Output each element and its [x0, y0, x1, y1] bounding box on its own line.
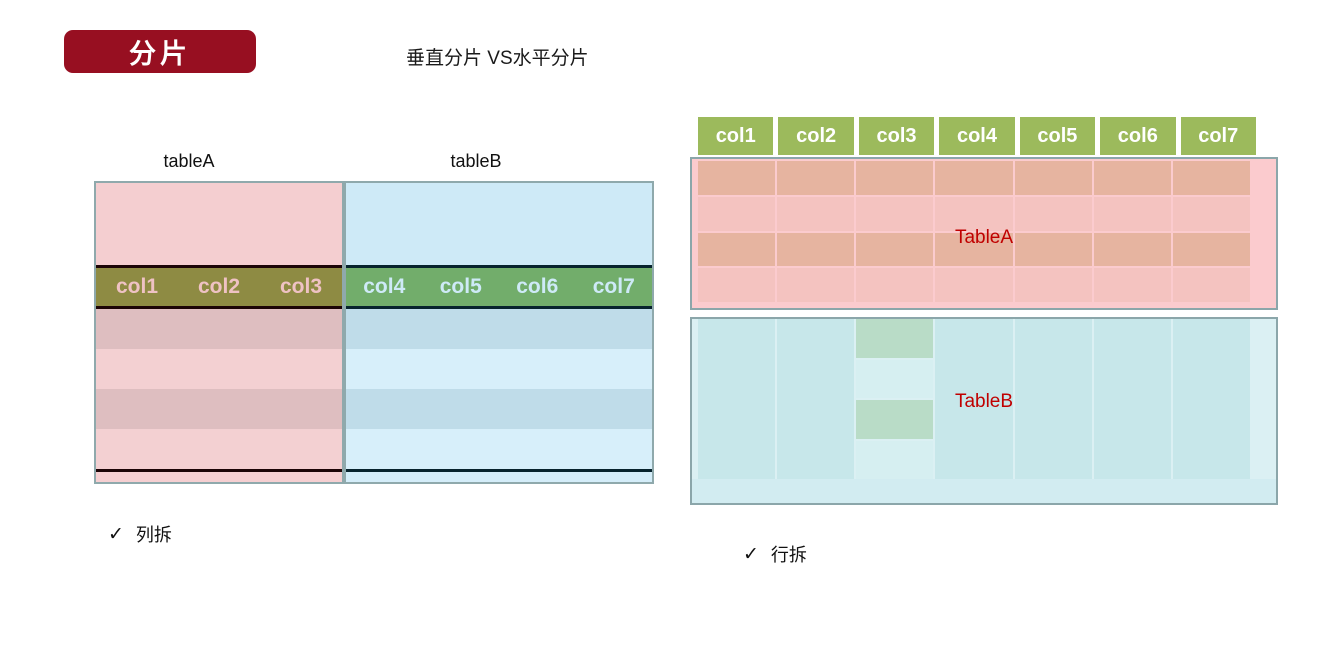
table-column	[1014, 319, 1092, 479]
divider-line	[96, 265, 342, 268]
table-cell	[856, 232, 934, 267]
table-cell	[1172, 268, 1250, 302]
table-cell	[1093, 196, 1171, 231]
vertical-tablea-label: tableA	[163, 151, 215, 171]
column-header-cell: col6	[516, 275, 559, 298]
table-cell	[698, 268, 776, 302]
table-row	[96, 309, 342, 349]
table-cell	[1093, 161, 1171, 195]
table-cell	[1172, 196, 1250, 231]
vertical-caption: ✓ 列拆	[108, 521, 172, 547]
divider-line	[346, 306, 652, 309]
tablea-bottom-strip	[96, 472, 342, 482]
divider-line	[96, 306, 342, 309]
vertical-tablea-header: col1 col2 col3	[96, 268, 342, 306]
horizontal-tablea-label: TableA	[954, 227, 1014, 248]
table-column	[1093, 319, 1171, 479]
section-badge: 分片	[64, 30, 256, 73]
table-cell	[1014, 196, 1092, 231]
table-cell	[1014, 232, 1092, 267]
table-cell	[698, 232, 776, 267]
column-header-cell: col1	[698, 117, 774, 155]
table-cell	[1014, 268, 1092, 302]
tableb-bottom-strip	[346, 472, 652, 482]
table-row	[96, 389, 342, 429]
highlighted-cell	[856, 400, 934, 439]
vertical-tablea-half: col1 col2 col3	[96, 183, 342, 482]
table-cell	[856, 268, 934, 302]
table-cell	[1093, 232, 1171, 267]
table-cell	[698, 161, 776, 195]
table-row	[346, 429, 652, 469]
table-cell	[935, 196, 1013, 231]
tableb-row-stripes	[346, 309, 652, 469]
table-cell	[698, 196, 776, 231]
table-row	[346, 389, 652, 429]
vertical-tableb-header: col4 col5 col6 col7	[346, 268, 652, 306]
table-cell	[1014, 161, 1092, 195]
horizontal-caption-text: 行拆	[770, 545, 807, 565]
table-cell	[777, 196, 855, 231]
table-row	[96, 429, 342, 469]
column-header-cell: col3	[279, 275, 323, 298]
checkmark-icon: ✓	[743, 543, 759, 565]
tablea-top-area	[96, 183, 342, 265]
table-cell	[777, 268, 855, 302]
table-cell	[856, 440, 934, 479]
column-header-cell: col5	[439, 275, 482, 298]
column-header-cell: col6	[1100, 117, 1176, 155]
horizontal-caption: ✓ 行拆	[743, 541, 807, 567]
tableb-bottom-band	[692, 479, 1276, 503]
table-cell	[1172, 161, 1250, 195]
table-row	[346, 309, 652, 349]
table-column	[1172, 319, 1250, 479]
divider-line	[346, 265, 652, 268]
vertical-tableb-label: tableB	[450, 151, 502, 171]
table-column	[777, 319, 855, 479]
column-header-cell: col7	[592, 275, 635, 298]
column-header-cell: col1	[115, 275, 159, 298]
vertical-tableb-half: col4 col5 col6 col7	[346, 183, 652, 482]
vertical-split-divider	[342, 183, 346, 482]
slide-title: 垂直分片 VS水平分片	[406, 48, 589, 69]
table-cell	[935, 268, 1013, 302]
horizontal-tableb-label: TableB	[954, 391, 1014, 412]
horizontal-tableb-box: TableB	[690, 317, 1278, 505]
highlighted-cell	[856, 319, 934, 358]
table-cell	[1093, 268, 1171, 302]
table-cell	[935, 161, 1013, 195]
tablea-grid	[698, 161, 1250, 302]
table-cell	[856, 359, 934, 398]
table-cell	[856, 196, 934, 231]
table-row	[96, 349, 342, 389]
table-cell	[856, 161, 934, 195]
tableb-columns	[698, 319, 1250, 479]
table-cell	[935, 232, 1013, 267]
horizontal-tablea-box: TableA	[690, 157, 1278, 310]
vertical-sharding-diagram: col1 col2 col3 col4 col5 col6 col7	[94, 181, 654, 484]
checkmark-icon: ✓	[108, 523, 124, 545]
column-header-cell: col2	[197, 275, 241, 298]
tablea-row-stripes	[96, 309, 342, 469]
column-header-cell: col4	[939, 117, 1015, 155]
table-column	[935, 319, 1013, 479]
column-header-cell: col5	[1019, 117, 1096, 155]
table-cell	[1172, 232, 1250, 267]
column-header-cell: col3	[858, 117, 935, 155]
table-cell	[777, 161, 855, 195]
divider-line	[346, 469, 652, 472]
vertical-caption-text: 列拆	[135, 525, 172, 545]
table-column	[698, 319, 776, 479]
table-row	[346, 349, 652, 389]
divider-line	[96, 469, 342, 472]
table-cell	[777, 232, 855, 267]
column-header-cell: col7	[1180, 117, 1256, 155]
column-header-cell: col2	[778, 117, 854, 155]
tableb-top-area	[346, 183, 652, 265]
table-column-split	[856, 319, 934, 479]
column-header-cell: col4	[363, 275, 406, 298]
